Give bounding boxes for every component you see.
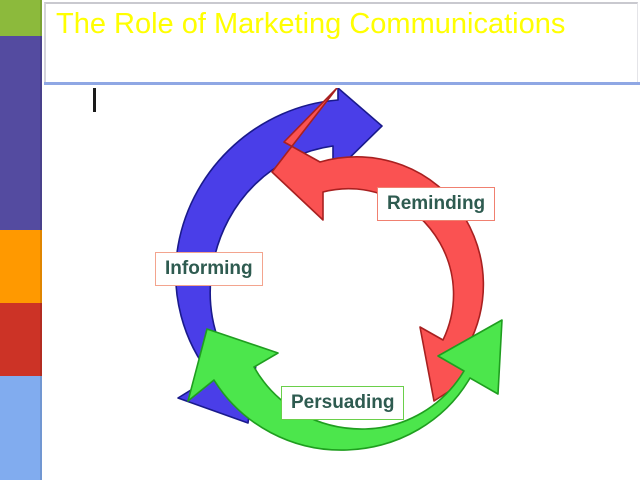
label-informing[interactable]: Informing bbox=[155, 252, 263, 286]
page-title: The Role of Marketing Communications bbox=[56, 8, 566, 40]
text-cursor[interactable] bbox=[93, 88, 96, 112]
title-underline-rule bbox=[44, 82, 640, 85]
sidebar-band-purple bbox=[0, 36, 42, 230]
sidebar-edge-line bbox=[40, 0, 42, 480]
sidebar-band-green bbox=[0, 0, 42, 36]
label-persuading[interactable]: Persuading bbox=[281, 386, 405, 420]
label-reminding[interactable]: Reminding bbox=[377, 187, 496, 221]
sidebar-band-light-blue bbox=[0, 376, 42, 480]
title-placeholder[interactable]: The Role of Marketing Communications bbox=[44, 2, 638, 82]
sidebar-band-red bbox=[0, 303, 42, 376]
sidebar-color-strip bbox=[0, 0, 42, 480]
sidebar-band-orange bbox=[0, 230, 42, 303]
